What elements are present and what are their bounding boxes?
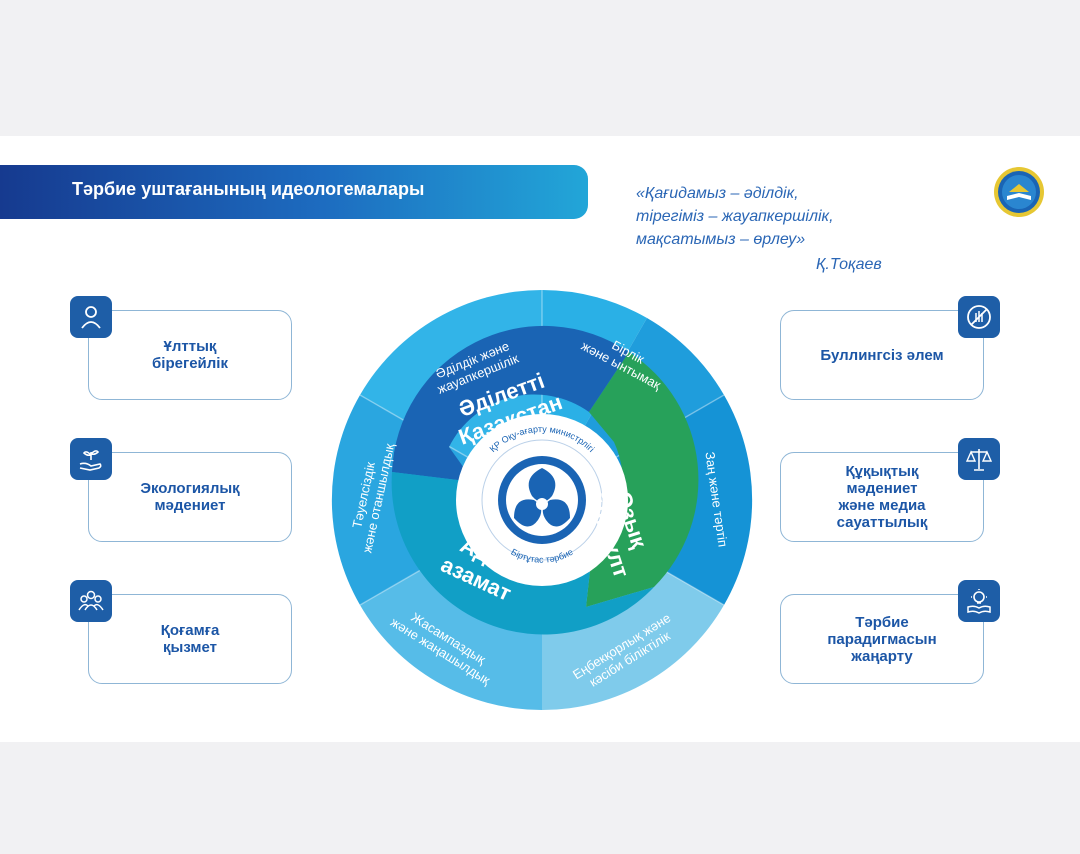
card-service-to-society: Қоғамға қызмет bbox=[88, 594, 292, 684]
quote-line-3: мақсатымыз – өрлеу» bbox=[636, 231, 806, 248]
quote-line-1: «Қағидамыз – әділдік, bbox=[636, 185, 799, 202]
card-label: Буллингсіз әлем bbox=[820, 346, 944, 364]
stop-hand-icon bbox=[958, 296, 1000, 338]
inner-segment-just-kazakhstan bbox=[392, 325, 629, 482]
ornament-icon bbox=[498, 456, 586, 544]
quote: «Қағидамыз – әділдік, тірегіміз – жауапк… bbox=[636, 182, 834, 251]
card-bullying-free-world: Буллингсіз әлем bbox=[780, 310, 984, 400]
person-icon bbox=[70, 296, 112, 338]
card-legal-culture: Құқықтық мәдениет және медиа сауаттылық bbox=[780, 452, 984, 542]
slide: Тәрбие уштағанының идеологемалары «Қағид… bbox=[0, 136, 1080, 742]
card-paradigm-renewal: Тәрбие парадигмасын жаңарту bbox=[780, 594, 984, 684]
quote-line-2: тірегіміз – жауапкершілік, bbox=[636, 208, 834, 225]
plant-hand-icon bbox=[70, 438, 112, 480]
card-label: Тәрбие парадигмасын жаңарту bbox=[827, 613, 937, 665]
title-bar: Тәрбие уштағанының идеологемалары bbox=[0, 165, 588, 219]
card-label: Қоғамға қызмет bbox=[160, 622, 220, 656]
card-label: Экологиялық мәдениет bbox=[140, 480, 240, 514]
page-title: Тәрбие уштағанының идеологемалары bbox=[72, 179, 425, 199]
ministry-emblem-icon bbox=[994, 167, 1044, 217]
card-label: Ұлттық бірегейлік bbox=[152, 338, 228, 372]
quote-author: Қ.Тоқаев bbox=[816, 256, 882, 273]
card-label: Құқықтық мәдениет және медиа сауаттылық bbox=[836, 463, 928, 531]
people-group-icon bbox=[70, 580, 112, 622]
scales-icon bbox=[958, 438, 1000, 480]
card-ecological-culture: Экологиялық мәдениет bbox=[88, 452, 292, 542]
lightbulb-book-icon bbox=[958, 580, 1000, 622]
card-national-identity: Ұлттық бірегейлік bbox=[88, 310, 292, 400]
